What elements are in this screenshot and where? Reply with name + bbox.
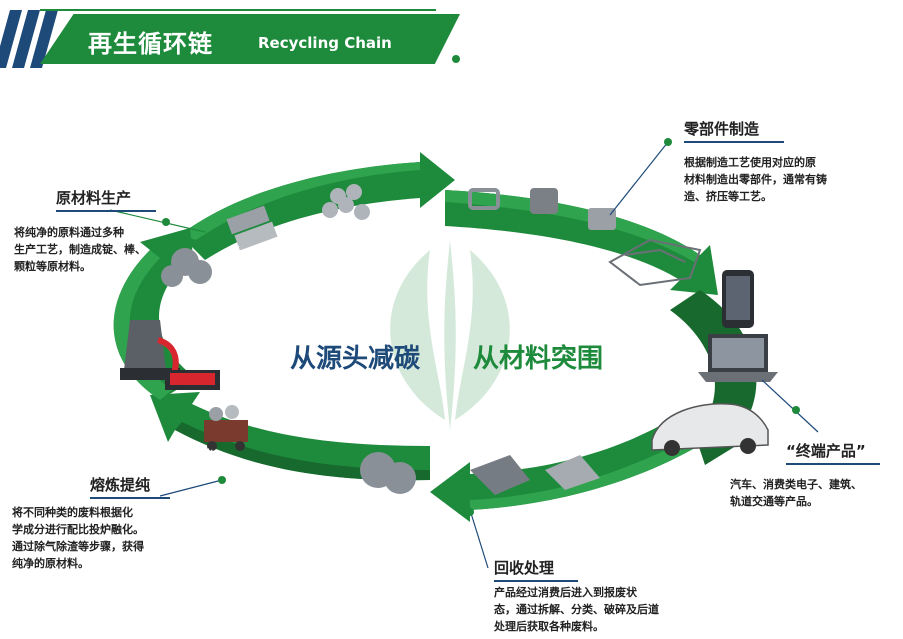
connector-smelting — [159, 479, 223, 497]
end-product-title: “终端产品” — [786, 442, 866, 460]
ingot-icon — [226, 205, 278, 251]
scrap-icon — [360, 452, 600, 495]
smelting-title: 熔炼提纯 — [90, 476, 151, 494]
raw-material-title: 原材料生产 — [56, 189, 132, 207]
center-right-phrase: 从材料突围 — [473, 344, 604, 374]
cart-icon — [204, 405, 248, 451]
smelting-underline — [90, 497, 170, 499]
smelting-desc: 将不同种类的废料根据化 学成分进行配比投炉融化。 通过除气除渣等步骤，获得 纯净… — [12, 506, 144, 570]
laptop-icon — [698, 334, 778, 382]
arrow-segment-bottom-left — [150, 392, 430, 481]
parts-icon — [468, 188, 616, 230]
banner-dot — [452, 55, 460, 63]
recycling-desc: 产品经过消费后进入到报废状 态，通过拆解、分类、破碎及后道 处理后获取各种废料。 — [494, 586, 659, 633]
phone-icon — [722, 270, 754, 328]
recycling-title: 回收处理 — [494, 559, 555, 577]
end-product-desc: 汽车、消费类电子、建筑、 轨道交通等产品。 — [730, 478, 862, 508]
connector-raw-material — [109, 209, 206, 233]
arrow-segment-top-right — [445, 190, 718, 295]
raw-material-underline — [56, 210, 156, 212]
center-left-phrase: 从源头减碳 — [290, 344, 421, 374]
furnace-icon — [120, 320, 220, 390]
recycling-underline — [494, 580, 578, 582]
rods-icon — [322, 184, 370, 220]
page-title: 再生循环链 — [88, 30, 213, 58]
connector-recycling — [469, 509, 489, 569]
parts-underline — [684, 141, 784, 143]
banner-stripes — [0, 10, 58, 68]
parts-title: 零部件制造 — [684, 120, 760, 138]
connector-parts — [609, 141, 669, 216]
page-subtitle: Recycling Chain — [258, 34, 392, 52]
leaf-watermark-icon — [390, 240, 510, 430]
parts-desc: 根据制造工艺使用对应的原 材料制造出零部件，通常有铸 造、挤压等工艺。 — [684, 156, 827, 203]
connector-product — [761, 379, 819, 433]
banner — [40, 14, 460, 64]
car-frame-icon — [608, 238, 702, 287]
end-product-underline — [786, 463, 880, 465]
granules-icon — [161, 248, 212, 287]
banner-top-line — [40, 9, 436, 11]
car-icon — [651, 403, 769, 456]
raw-material-desc: 将纯净的原料通过多种 生产工艺，制造成锭、棒、 颗粒等原材料。 — [14, 226, 146, 273]
